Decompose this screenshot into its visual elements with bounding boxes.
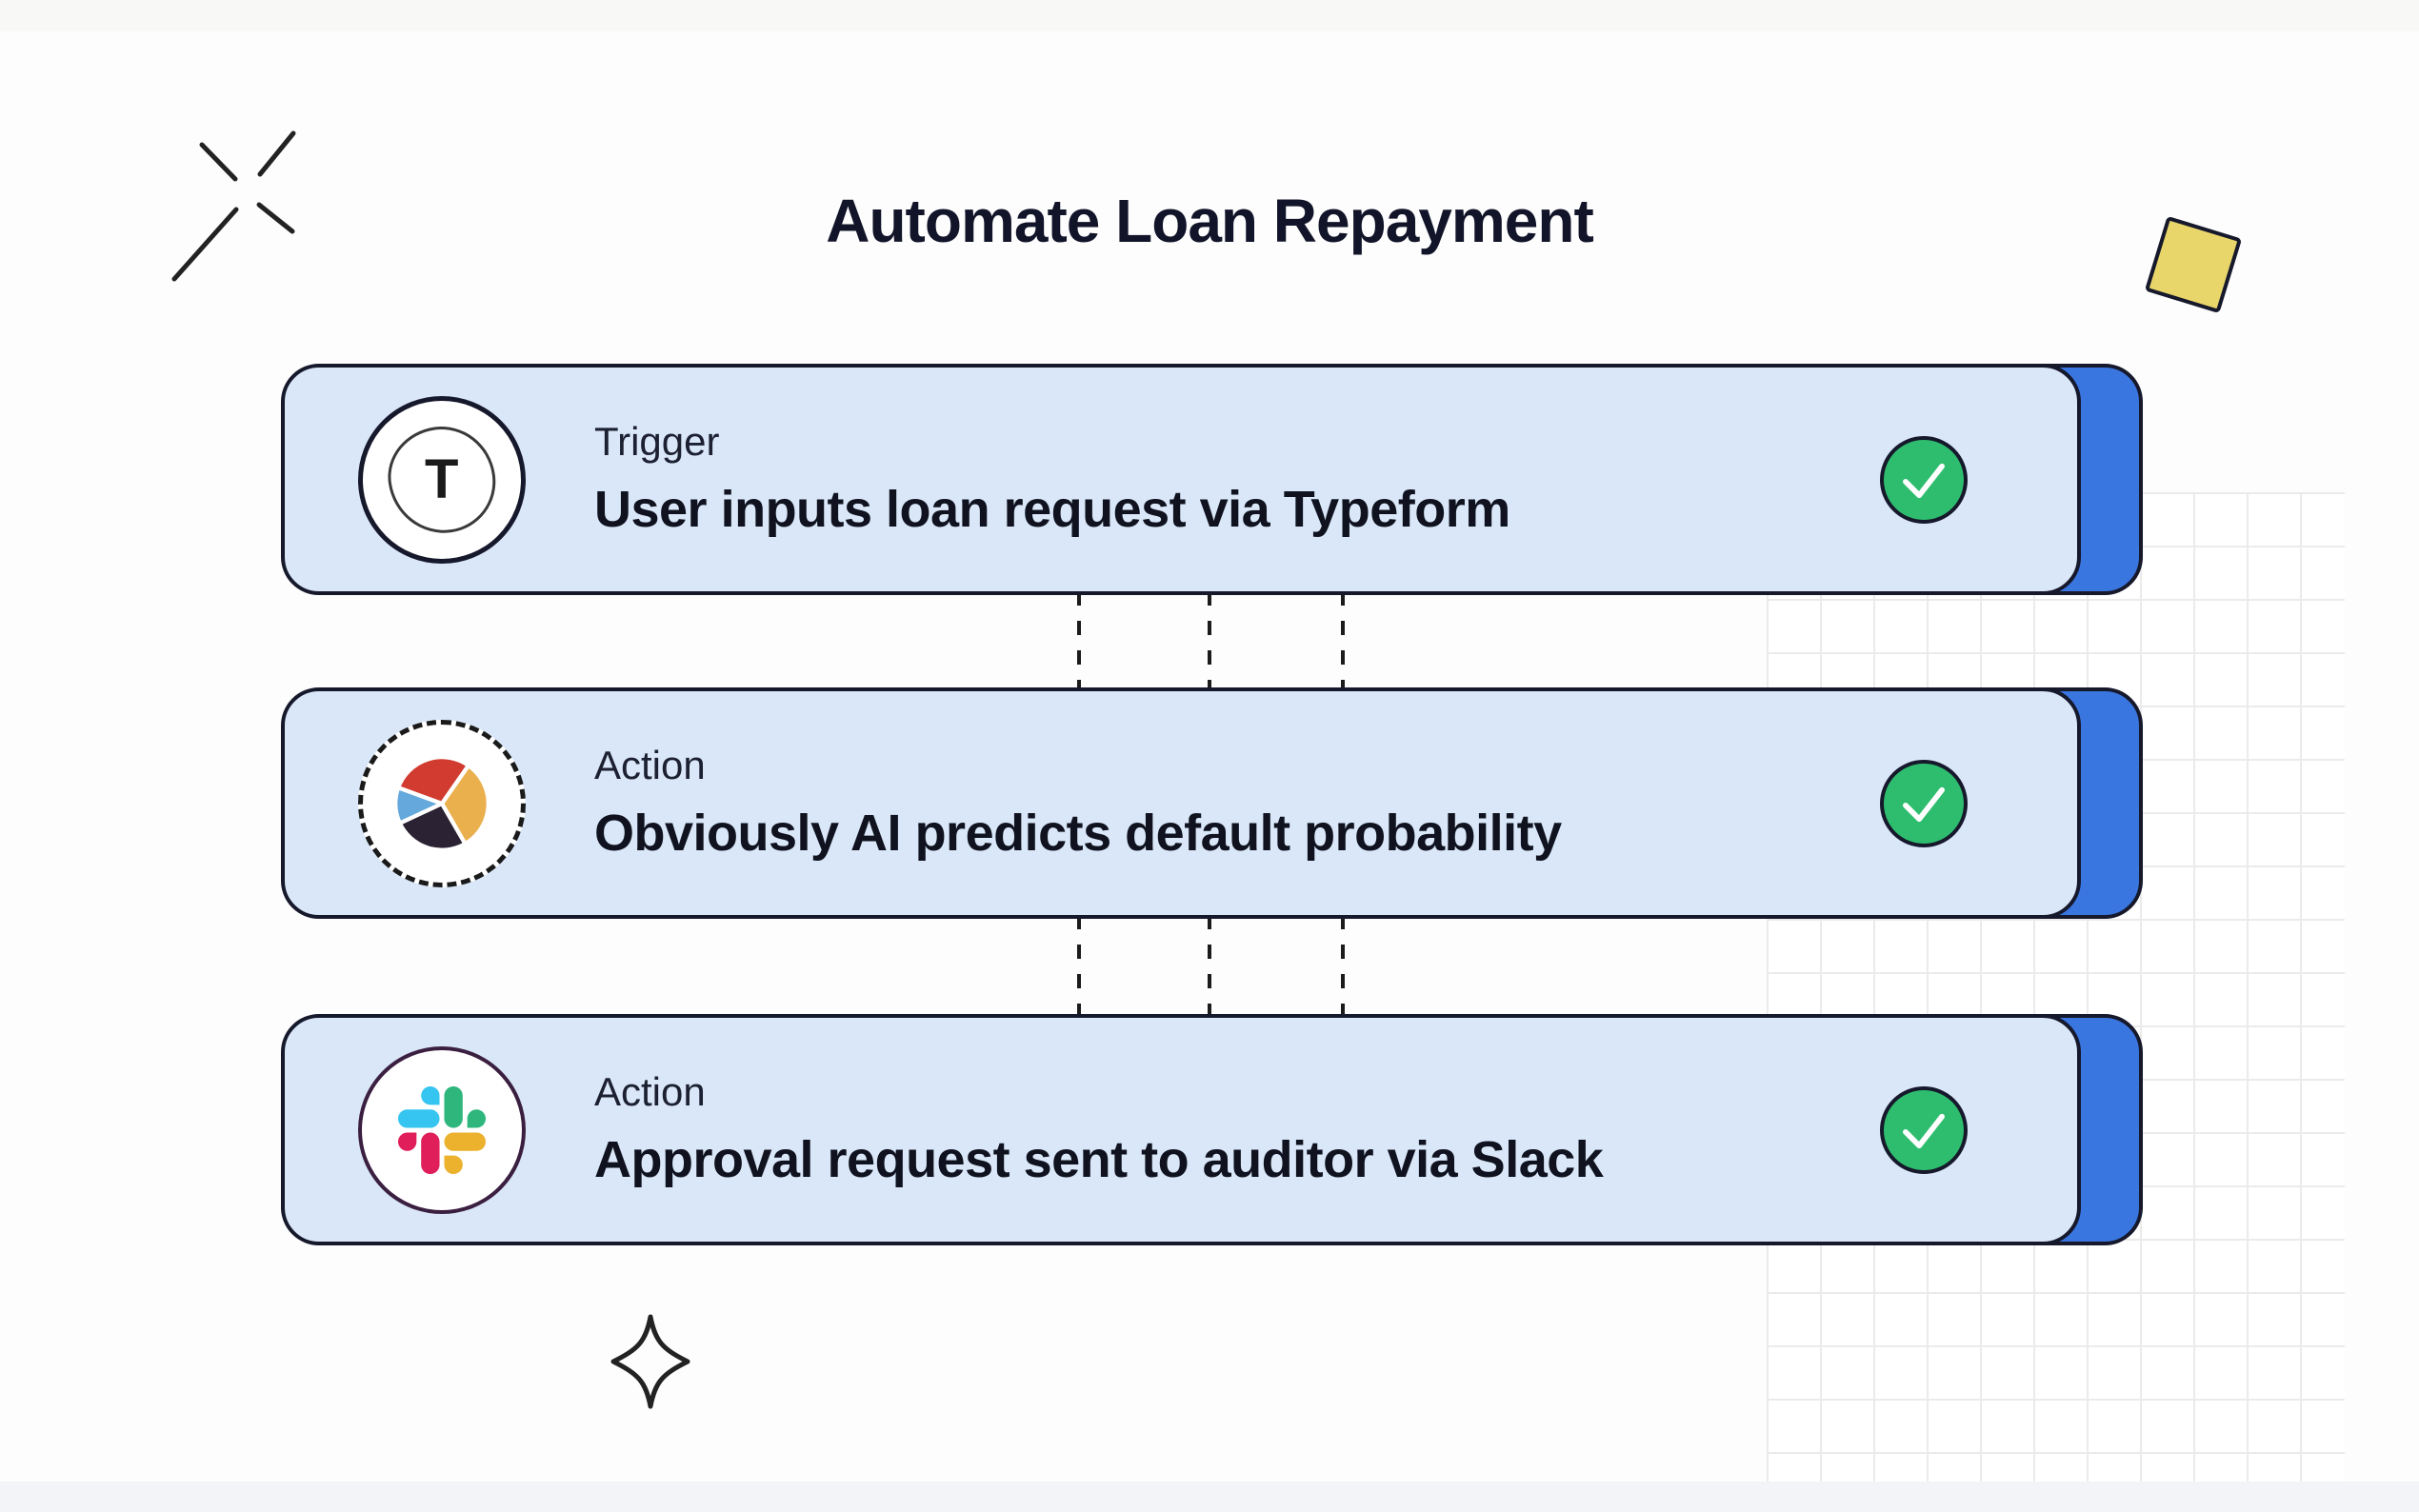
step-type-label: Action xyxy=(594,743,706,788)
check-icon xyxy=(1880,759,1968,847)
grid-pattern xyxy=(1767,492,2345,1482)
top-strip xyxy=(0,0,2419,31)
dash-line xyxy=(1208,591,1211,690)
sparkle-x-icon xyxy=(171,130,296,282)
step-description: Obviously AI predicts default probabilit… xyxy=(594,804,1562,862)
dash-line xyxy=(1208,915,1211,1017)
step-type-label: Action xyxy=(594,1069,706,1115)
dash-line xyxy=(1077,915,1081,1017)
connector-dashes-2 xyxy=(0,915,2419,1017)
step-card-action-obviously-ai[interactable]: Action Obviously AI predicts default pro… xyxy=(281,687,2148,919)
card-front[interactable]: T Trigger User inputs loan request via T… xyxy=(281,364,2081,595)
step-card-action-slack[interactable]: Action Approval request sent to auditor … xyxy=(281,1014,2148,1245)
slack-icon xyxy=(358,1045,526,1214)
four-point-star-icon xyxy=(610,1314,690,1409)
step-card-trigger-typeform[interactable]: T Trigger User inputs loan request via T… xyxy=(281,364,2148,595)
bottom-strip xyxy=(0,1482,2419,1512)
card-text: Action Obviously AI predicts default pro… xyxy=(594,744,1562,862)
typeform-letter: T xyxy=(425,448,459,510)
page-title: Automate Loan Repayment xyxy=(826,187,1594,255)
card-text: Trigger User inputs loan request via Typ… xyxy=(594,420,1510,538)
card-front[interactable]: Action Obviously AI predicts default pro… xyxy=(281,687,2081,919)
step-description: User inputs loan request via Typeform xyxy=(594,480,1510,538)
check-icon xyxy=(1880,435,1968,524)
step-description: Approval request sent to auditor via Sla… xyxy=(594,1130,1604,1188)
obviously-ai-pie-icon xyxy=(358,719,526,887)
check-icon xyxy=(1880,1085,1968,1174)
card-text: Action Approval request sent to auditor … xyxy=(594,1069,1604,1188)
typeform-icon: T xyxy=(358,395,526,564)
typeform-inner-blob: T xyxy=(381,419,503,540)
dash-line xyxy=(1341,915,1345,1017)
card-front[interactable]: Action Approval request sent to auditor … xyxy=(281,1014,2081,1245)
dash-line xyxy=(1077,591,1081,690)
connector-dashes-1 xyxy=(0,591,2419,690)
step-type-label: Trigger xyxy=(594,419,720,465)
dash-line xyxy=(1341,591,1345,690)
